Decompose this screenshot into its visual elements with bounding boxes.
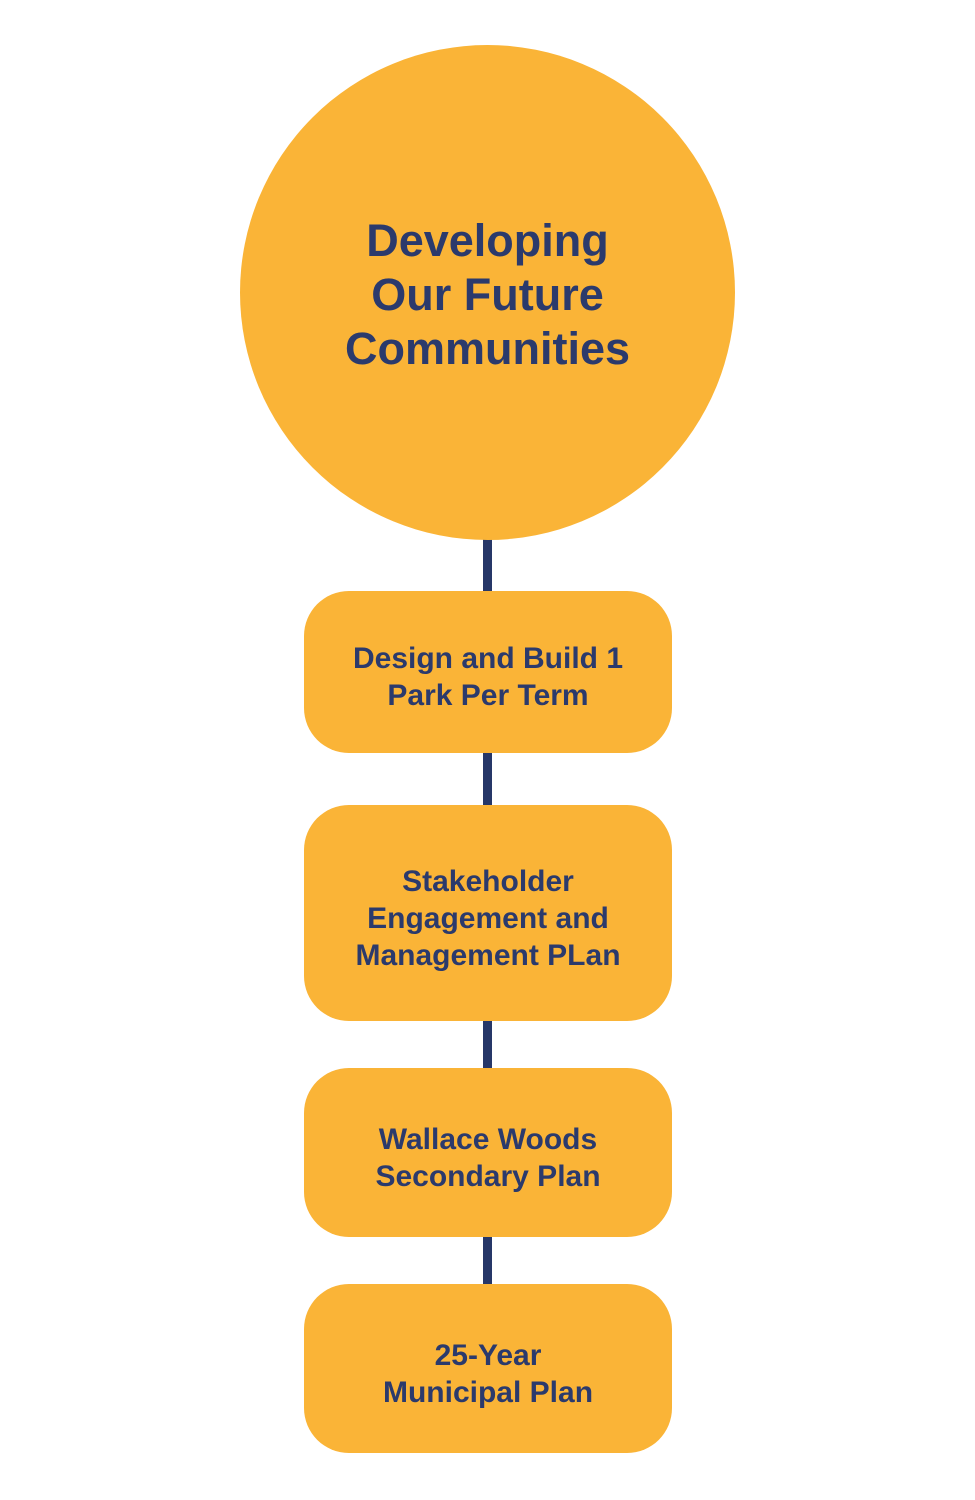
flow-node-wallace-woods-label: Wallace Woods Secondary Plan <box>375 1122 601 1193</box>
connector-line-4 <box>483 1232 492 1289</box>
flow-node-wallace-woods: Wallace Woods Secondary Plan <box>304 1068 672 1237</box>
root-node-circle: Developing Our Future Communities <box>240 45 735 540</box>
root-node-title: Developing Our Future Communities <box>344 214 631 374</box>
flow-node-park: Design and Build 1 Park Per Term <box>304 591 672 753</box>
flow-node-municipal-plan: 25-Year Municipal Plan <box>304 1284 672 1453</box>
flow-node-municipal-plan-label: 25-Year Municipal Plan <box>382 1338 594 1409</box>
flow-node-stakeholder-label: Stakeholder Engagement and Management PL… <box>355 864 621 972</box>
connector-line-1 <box>483 536 492 596</box>
connector-line-2 <box>483 748 492 810</box>
connector-line-3 <box>483 1016 492 1073</box>
flow-node-park-label: Design and Build 1 Park Per Term <box>352 642 624 712</box>
flow-node-stakeholder: Stakeholder Engagement and Management PL… <box>304 805 672 1021</box>
